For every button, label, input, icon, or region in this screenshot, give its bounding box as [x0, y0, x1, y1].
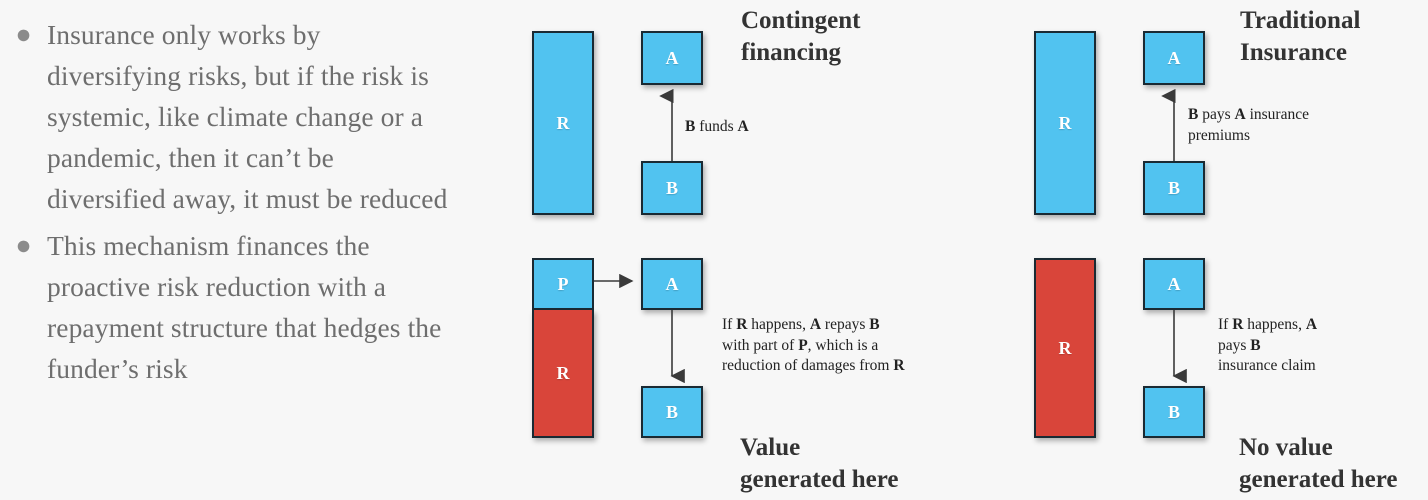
risk-bar-contingent-top: R — [532, 31, 594, 215]
node-a-traditional-bottom: A — [1143, 258, 1205, 310]
bullet-text: Insurance only works by diversifying ris… — [47, 19, 448, 214]
risk-bar-contingent-bottom: R — [532, 310, 594, 438]
bullet-marker-icon: ● — [15, 230, 32, 260]
panel-title-line-1: Traditional — [1240, 7, 1361, 34]
panel-title-line-2: financing — [741, 39, 842, 66]
annotation-line: with part of P, which is a — [722, 336, 879, 354]
bullet-list: ● Insurance only works by diversifying r… — [0, 0, 500, 500]
panel-footer-line-2: generated here — [1239, 466, 1398, 493]
arrow-a-pays-claim-icon — [1172, 310, 1187, 384]
risk-bar-traditional-top: R — [1034, 31, 1096, 215]
panel-title-line-2: Insurance — [1240, 39, 1347, 66]
node-label: A — [665, 47, 679, 68]
panel-title-line-1: Contingent — [741, 7, 861, 34]
node-label: B — [665, 401, 678, 422]
node-label: A — [1167, 47, 1181, 68]
node-b-traditional-top: B — [1143, 161, 1205, 215]
panel-footer-line-1: Value — [740, 434, 801, 461]
node-b-traditional-bottom: B — [1143, 386, 1205, 438]
stack-label: P — [557, 273, 569, 294]
risk-bar-traditional-bottom: R — [1034, 258, 1096, 438]
annotation-b-pays-premiums: B pays A insurance premiums — [1188, 105, 1348, 146]
annotation-line: insurance claim — [1218, 357, 1316, 374]
node-a-contingent-bottom: A — [641, 258, 703, 310]
node-b-contingent-bottom: B — [641, 386, 703, 438]
node-a-traditional-top: A — [1143, 31, 1205, 85]
panel-footer-line-1: No value — [1239, 434, 1333, 461]
panel-footer-line-2: generated here — [740, 466, 899, 493]
annotation-traditional-claim: If R happens, A pays B insurance claim — [1218, 315, 1408, 377]
list-item: ● This mechanism finances the proactive … — [0, 225, 500, 389]
arrow-p-to-a-icon — [594, 273, 634, 289]
stack-label: R — [556, 362, 570, 383]
list-item: ● Insurance only works by diversifying r… — [0, 14, 500, 219]
risk-bar-label: R — [1058, 112, 1072, 133]
arrow-b-funds-a-icon — [659, 88, 674, 161]
bullet-text: This mechanism finances the proactive ri… — [47, 230, 442, 384]
panel-footer-traditional: No value generated here — [1239, 432, 1428, 496]
node-label: B — [1167, 177, 1180, 198]
annotation-line: reduction of damages from R — [722, 357, 905, 374]
risk-bar-label: R — [1058, 337, 1072, 358]
node-a-contingent-top: A — [641, 31, 703, 85]
annotation-text: B pays A insurance premiums — [1188, 106, 1309, 144]
arrow-b-pays-premiums-icon — [1161, 88, 1176, 161]
node-b-contingent-top: B — [641, 161, 703, 215]
panel-title-contingent: Contingent financing — [741, 5, 971, 69]
annotation-line: pays B — [1218, 336, 1261, 354]
panel-footer-contingent: Value generated here — [740, 432, 990, 496]
arrow-a-repays-b-icon — [670, 310, 685, 384]
node-label: A — [665, 273, 679, 294]
panel-contingent-financing: Contingent financing R A B B funds A P — [532, 5, 990, 496]
panel-title-traditional: Traditional Insurance — [1240, 5, 1428, 69]
annotation-text: B funds A — [685, 118, 749, 135]
risk-bar-label: R — [556, 112, 570, 133]
bullet-marker-icon: ● — [15, 19, 32, 49]
node-label: B — [1167, 401, 1180, 422]
annotation-line: If R happens, A — [1218, 316, 1318, 333]
premium-bar-contingent-bottom: P — [532, 258, 594, 310]
annotation-contingent-repayment: If R happens, A repays B with part of P,… — [722, 315, 942, 377]
node-label: B — [665, 177, 678, 198]
node-label: A — [1167, 273, 1181, 294]
annotation-b-funds-a: B funds A — [685, 117, 835, 138]
annotation-line: If R happens, A repays B — [722, 316, 880, 333]
